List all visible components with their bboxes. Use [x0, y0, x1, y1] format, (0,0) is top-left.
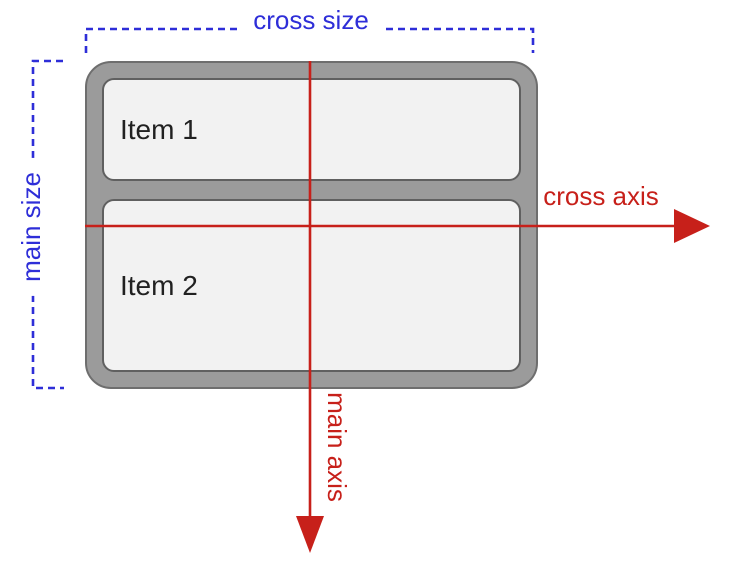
- flex-item-2: Item 2: [102, 199, 521, 372]
- flex-container: Item 1 Item 2: [85, 61, 538, 389]
- main-axis-arrowhead: [296, 516, 324, 553]
- cross-axis-label: cross axis: [543, 181, 659, 212]
- flex-item-1-label: Item 1: [120, 113, 198, 145]
- flex-item-2-label: Item 2: [120, 269, 198, 301]
- main-axis-label: main axis: [321, 392, 352, 502]
- cross-axis-arrowhead: [674, 209, 710, 243]
- main-size-label: main size: [16, 158, 47, 296]
- flex-item-1: Item 1: [102, 78, 521, 181]
- cross-size-label: cross size: [237, 5, 385, 36]
